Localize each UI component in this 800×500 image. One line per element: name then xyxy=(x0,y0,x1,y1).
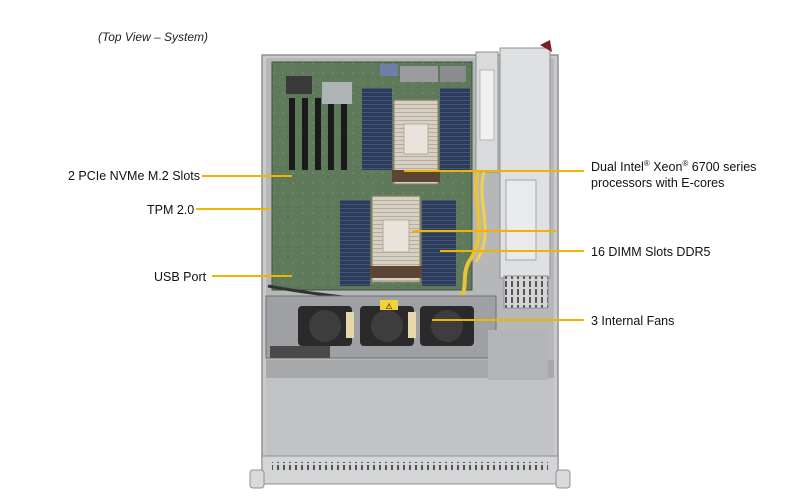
pcie-expansion-slots xyxy=(286,76,352,170)
label-cpu-part-c: 6700 series xyxy=(691,160,757,175)
front-bezel xyxy=(249,455,571,489)
rear-io-ports xyxy=(380,64,466,82)
fan-warning-icon: ⚠ xyxy=(385,302,392,311)
label-cpu: Dual Intel® Xeon® 6700 series processors… xyxy=(591,156,756,191)
label-usb-port: USB Port xyxy=(154,270,207,284)
label-pcie-nvme-slots: 2 PCIe NVMe M.2 Slots xyxy=(68,169,200,183)
callout-leader-lines xyxy=(196,170,584,321)
label-internal-fans: 3 Internal Fans xyxy=(591,314,675,328)
dimm-slots xyxy=(340,88,470,286)
label-cpu-part-b: Xeon xyxy=(653,160,683,175)
registered-mark: ® xyxy=(643,159,650,168)
view-title: (Top View – System) xyxy=(98,30,209,44)
label-cpu-part-a: Dual Intel xyxy=(591,160,644,175)
registered-mark: ® xyxy=(682,159,689,168)
lower-compartment xyxy=(266,330,554,456)
label-tpm: TPM 2.0 xyxy=(147,203,195,217)
label-dimm-slots: 16 DIMM Slots DDR5 xyxy=(591,245,711,259)
label-cpu-line2: processors with E-cores xyxy=(591,176,725,191)
